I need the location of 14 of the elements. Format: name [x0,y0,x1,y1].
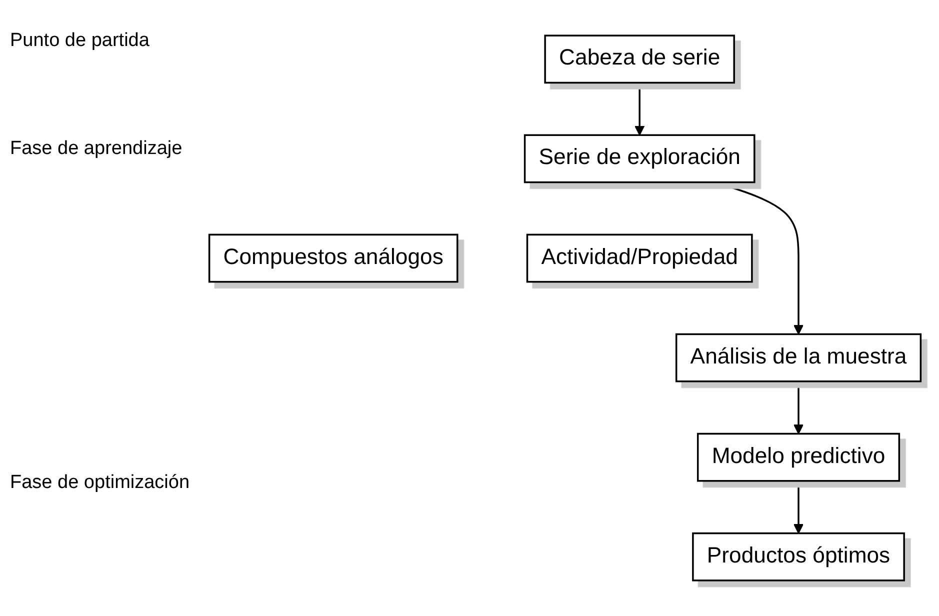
node-box: Modelo predictivo [696,432,900,482]
phase-label: Fase de aprendizaje [10,138,182,160]
node-box: Análisis de la muestra [675,333,922,382]
node-box: Serie de exploración [524,134,756,184]
arrow [634,82,645,136]
phase-label: Fase de optimización [10,472,190,494]
node-box: Productos óptimos [692,532,905,582]
node-box: Actividad/Propiedad [526,234,753,283]
arrow [793,381,804,434]
node-box: Compuestos análogos [208,234,458,283]
arrow [714,181,804,335]
node-box: Cabeza de serie [544,34,735,84]
phase-label: Punto de partida [10,30,150,52]
arrow [793,480,804,534]
